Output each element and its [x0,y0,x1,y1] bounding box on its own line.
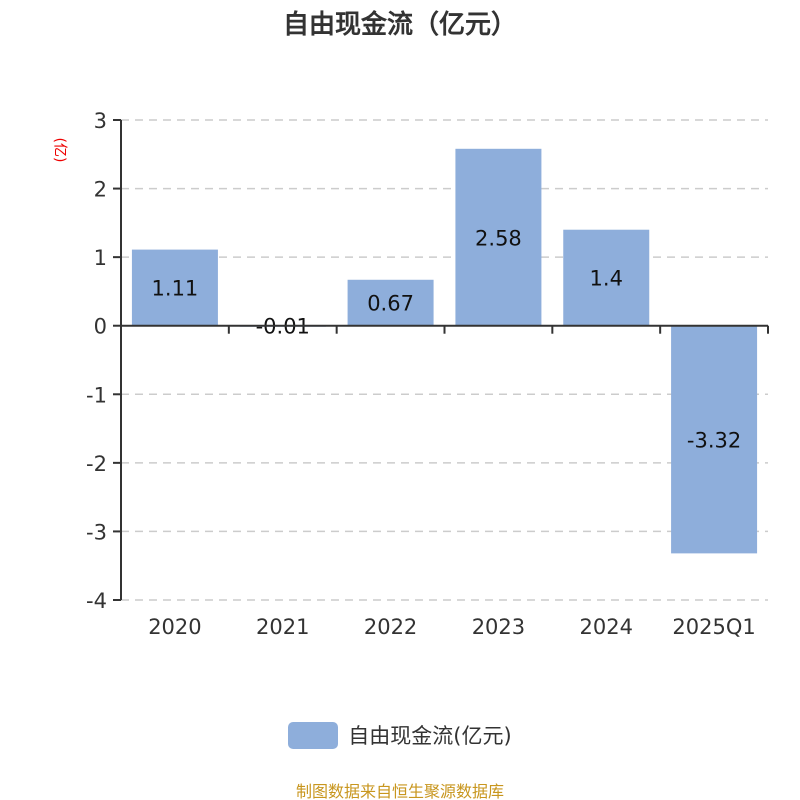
x-tick-label: 2022 [364,615,417,639]
bar [347,279,434,326]
data-label: 0.67 [367,292,414,316]
bar [455,148,542,326]
plot-area: 3210-1-2-3-41.112020-0.0120210.6720222.5… [86,109,769,639]
x-tick-label: 2020 [148,615,201,639]
y-tick-label: -3 [86,520,107,544]
x-tick-label: 2025Q1 [672,615,755,639]
x-tick-label: 2024 [580,615,633,639]
y-tick-label: -4 [86,589,107,613]
bar [671,325,758,554]
legend[interactable]: 自由现金流(亿元) [0,720,800,750]
y-tick-label: 0 [94,315,107,339]
data-label: 1.11 [152,277,199,301]
data-label: -3.32 [687,429,741,453]
data-label: 1.4 [590,267,623,291]
bar [131,249,218,326]
source-note: 制图数据来自恒生聚源数据库 [295,782,504,800]
y-tick-label: -1 [86,383,107,407]
x-tick-label: 2023 [472,615,525,639]
y-tick-label: 3 [94,109,107,133]
x-tick-label: 2021 [256,615,309,639]
bar [563,229,650,326]
data-label: 2.58 [475,226,522,250]
legend-swatch [288,721,339,749]
chart-title: 自由现金流（亿元） [282,10,517,40]
y-tick-label: -2 [86,452,107,476]
y-tick-label: 1 [94,246,107,270]
y-tick-label: 2 [94,178,107,202]
legend-label: 自由现金流(亿元) [348,724,512,748]
